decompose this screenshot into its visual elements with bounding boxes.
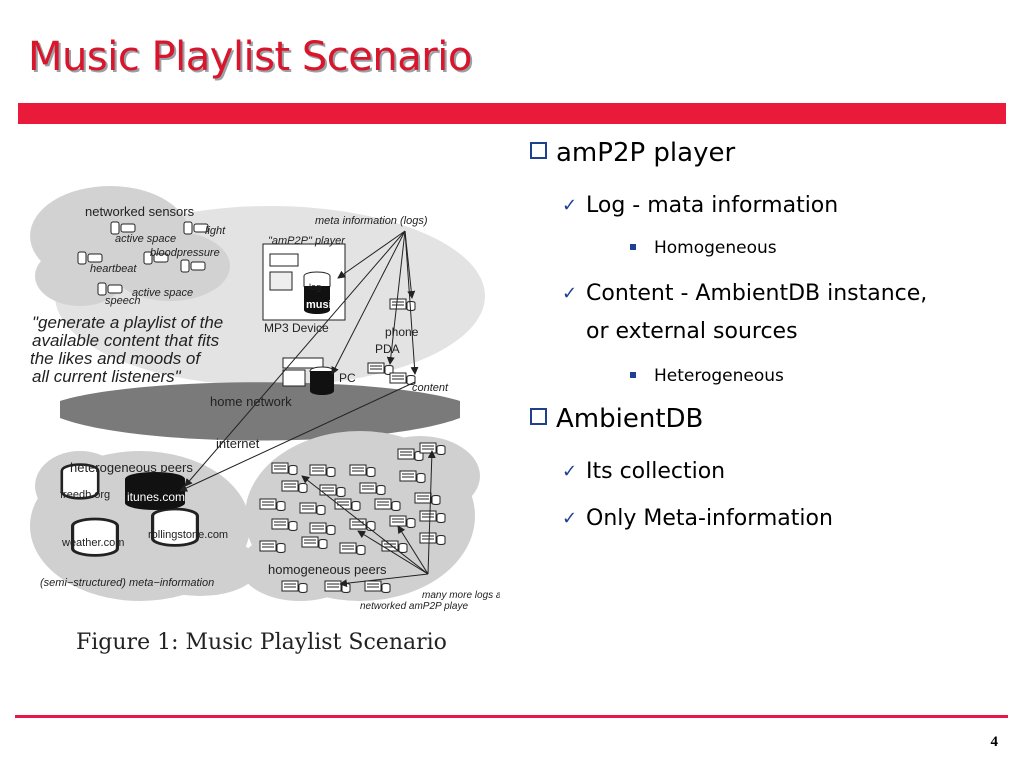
square-bullet-icon — [530, 142, 547, 159]
square-bullet-icon — [530, 408, 547, 425]
label-freedb: freedb.org — [60, 489, 110, 501]
label-many-more-1: many more logs at — [422, 590, 500, 601]
label-log: log — [309, 282, 321, 292]
label-meta-information: meta information (logs) — [315, 215, 428, 227]
small-square-icon — [630, 372, 636, 378]
quote-line-1: "generate a playlist of the — [32, 313, 223, 332]
label-internet: internet — [216, 436, 260, 451]
bullet-log-mata-information: ✓ Log - mata information — [562, 187, 986, 225]
bullet-text: amP2P player — [556, 138, 736, 168]
bullet-only-meta-information: ✓ Only Meta-information — [562, 500, 986, 538]
bullet-text: Log - mata information — [586, 193, 839, 218]
quote-line-4: all current listeners" — [32, 367, 182, 386]
label-homogeneous-peers: homogeneous peers — [268, 562, 387, 577]
bullet-text: Its collection — [586, 459, 726, 484]
figure-caption: Figure 1: Music Playlist Scenario — [76, 630, 447, 655]
label-active-space-2: active space — [132, 287, 193, 299]
label-light: light — [205, 225, 226, 237]
label-amp2p-player: "amP2P" player — [268, 235, 346, 247]
check-icon: ✓ — [562, 508, 578, 529]
title-rule — [18, 103, 1006, 124]
scenario-figure: networked sensors active space light blo… — [20, 186, 505, 616]
bullet-its-collection: ✓ Its collection — [562, 453, 986, 491]
bullet-content: ✓ Content - AmbientDB instance, or extern… — [562, 275, 986, 351]
label-music: music — [306, 299, 338, 311]
label-active-space-1: active space — [115, 233, 176, 245]
page-number: 4 — [990, 734, 999, 750]
bullet-text: Homogeneous — [654, 238, 777, 258]
label-pda: PDA — [375, 342, 400, 356]
internet-band — [60, 382, 460, 441]
label-weather: weather.com — [61, 537, 124, 549]
footer-rule — [15, 715, 1008, 718]
label-pc: PC — [339, 371, 356, 385]
label-phone: phone — [385, 325, 419, 339]
bullet-text: Content - AmbientDB instance, or externa… — [586, 281, 928, 344]
check-icon: ✓ — [562, 461, 578, 482]
label-heartbeat: heartbeat — [90, 263, 137, 275]
label-mp3-device: MP3 Device — [264, 321, 329, 335]
quote-line-2: available content that fits — [32, 331, 220, 350]
bullet-text: Only Meta-information — [586, 506, 833, 531]
check-icon: ✓ — [562, 283, 578, 304]
label-networked-sensors: networked sensors — [85, 204, 195, 219]
label-bloodpressure: bloodpressure — [150, 247, 220, 259]
bullet-ambientdb: AmbientDB — [530, 404, 703, 434]
label-many-more-2: networked amP2P playe — [360, 601, 468, 612]
label-content: content — [412, 382, 449, 394]
bullet-amp2p-player: amP2P player — [530, 138, 735, 168]
arrows — [179, 230, 436, 588]
slide-title: Music Playlist Scenario — [28, 34, 472, 80]
label-rollingstone: rollingstone.com — [148, 529, 228, 541]
bullet-text: AmbientDB — [556, 404, 704, 434]
label-home-network: home network — [210, 394, 292, 409]
label-speech: speech — [105, 295, 140, 307]
bullet-heterogeneous: Heterogeneous — [630, 366, 784, 386]
quote-line-3: the likes and moods of — [30, 349, 202, 368]
check-icon: ✓ — [562, 195, 578, 216]
label-semi-structured: (semi−structured) meta−information — [40, 577, 214, 589]
scenario-diagram: networked sensors active space light blo… — [30, 186, 505, 612]
bullet-homogeneous: Homogeneous — [630, 238, 777, 258]
small-square-icon — [630, 244, 636, 250]
label-heterogeneous-peers: heterogeneous peers — [70, 460, 193, 475]
label-itunes: itunes.com — [127, 490, 185, 504]
bullet-text: Heterogeneous — [654, 366, 784, 386]
